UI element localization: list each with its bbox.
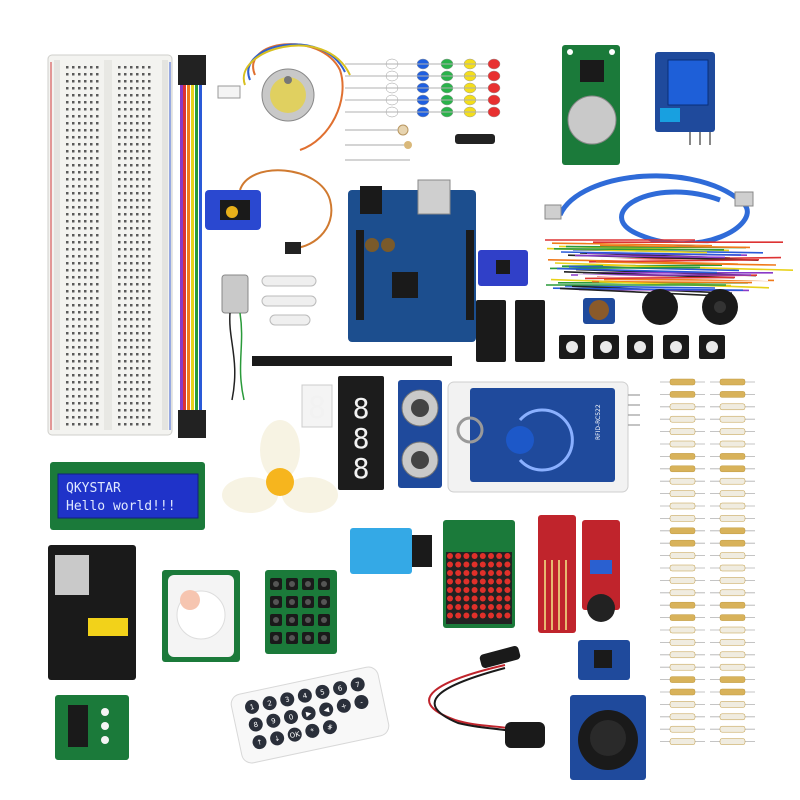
remote-key: 6 (337, 684, 344, 693)
remote-key: 9 (270, 717, 276, 726)
led-icon (487, 58, 501, 70)
remote-key: 8 (253, 721, 259, 730)
resistor-icon (660, 378, 755, 745)
single-digit-display: 8 (308, 391, 326, 426)
jumper-wire-icon (545, 239, 794, 297)
button-module-icon (578, 640, 630, 680)
remote-key: ↑ (256, 738, 263, 747)
quad-digit-display: 8 (353, 392, 370, 425)
led-icon (487, 82, 501, 94)
remote-key: 4 (302, 692, 309, 701)
remote-key: ↓ (274, 734, 281, 743)
dot-matrix-icon (443, 520, 515, 628)
servo-icon (205, 169, 333, 254)
push-button-icon (559, 335, 725, 359)
battery-clip-icon (428, 645, 545, 748)
pin-header-icon (252, 356, 452, 366)
svg-text:8: 8 (353, 452, 370, 485)
arduino-board-icon (348, 179, 476, 342)
led-icon (345, 58, 501, 118)
led-icon (487, 106, 501, 118)
svg-text:8: 8 (353, 422, 370, 455)
remote-key: - (359, 698, 364, 706)
remote-key: # (326, 723, 334, 732)
seven-segment-icon: 8 8 8 8 (301, 376, 384, 490)
relay-module-icon (655, 52, 715, 145)
remote-key: 7 (355, 681, 361, 690)
power-module-icon (48, 545, 136, 680)
servo-horn-icon (261, 275, 317, 326)
led-icon (487, 70, 501, 82)
breadboard-icon (47, 54, 173, 436)
led-icon (487, 94, 501, 106)
remote-key: ▶ (305, 709, 313, 718)
stepper-motor-icon (217, 43, 351, 151)
joystick-icon (570, 695, 646, 780)
water-sensor-icon (538, 515, 576, 633)
ic-chip-icon (476, 300, 545, 362)
remote-key: 1 (249, 703, 255, 712)
ir-remote-icon: 1 2 3 4 5 6 7 8 9 0 ▶ ◀ + - ↑ ↓ OK * # (230, 666, 390, 764)
jumper-wire-icon (178, 55, 206, 438)
lcd-line-1: QKYSTAR (66, 481, 121, 496)
remote-key: ◀ (323, 705, 331, 714)
usb-cable-icon (544, 173, 754, 247)
remote-key: 0 (288, 713, 294, 722)
buzzer-icon (642, 289, 738, 325)
lcd-module-icon: QKYSTAR Hello world!!! (50, 462, 205, 530)
photoresistor-icon (345, 124, 495, 161)
rtc-module-icon (562, 45, 620, 165)
pir-sensor-icon (162, 570, 240, 662)
breadboard-holes (66, 66, 151, 426)
remote-key: 5 (320, 688, 326, 697)
gyro-sensor-icon (478, 250, 528, 286)
keypad-icon (265, 570, 337, 654)
rfid-label: RFID-RC522 (595, 404, 602, 440)
ultrasonic-sensor-icon (398, 380, 442, 488)
sound-sensor-icon (582, 520, 620, 622)
remote-key: OK (289, 730, 301, 740)
dht11-sensor-icon (350, 528, 432, 574)
remote-key: * (310, 727, 316, 736)
rfid-reader-icon: RFID-RC522 (447, 381, 640, 493)
dc-motor-icon (221, 274, 249, 401)
remote-key: + (340, 702, 348, 711)
motor-driver-icon (55, 695, 129, 760)
potentiometer-icon (583, 298, 615, 324)
lcd-line-2: Hello world!!! (66, 499, 176, 514)
remote-key: 3 (284, 695, 290, 704)
fan-blade-icon (222, 420, 338, 513)
remote-key: 2 (267, 699, 273, 708)
